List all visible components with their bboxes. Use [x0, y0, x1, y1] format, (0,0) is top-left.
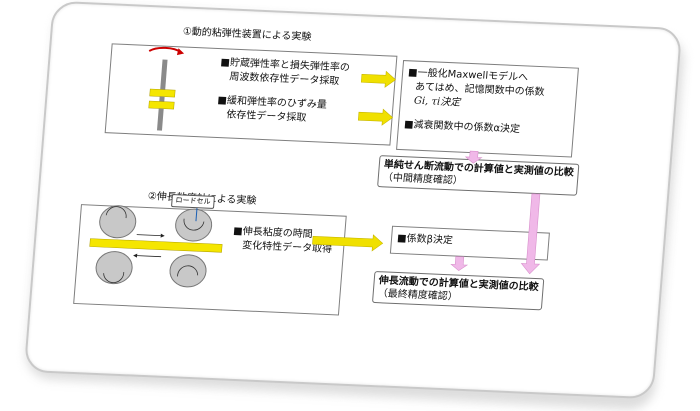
rheometer-illustration	[148, 46, 185, 131]
arrow-to-maxwell	[360, 70, 397, 88]
extensional-viscometer-illustration	[89, 205, 223, 288]
arrow-to-intermediate-result	[464, 150, 483, 164]
arrow-to-final-result	[520, 193, 541, 275]
arrow-from-beta	[450, 256, 469, 272]
arrow-to-decay	[357, 108, 394, 126]
connector-arrows	[312, 70, 541, 275]
diagram-card: ①動的粘弾性装置による実験 ■貯蔵弾性率と損失弾性率の 周波数依存性データ採取 …	[23, 0, 683, 400]
arrow-to-beta	[312, 234, 384, 252]
